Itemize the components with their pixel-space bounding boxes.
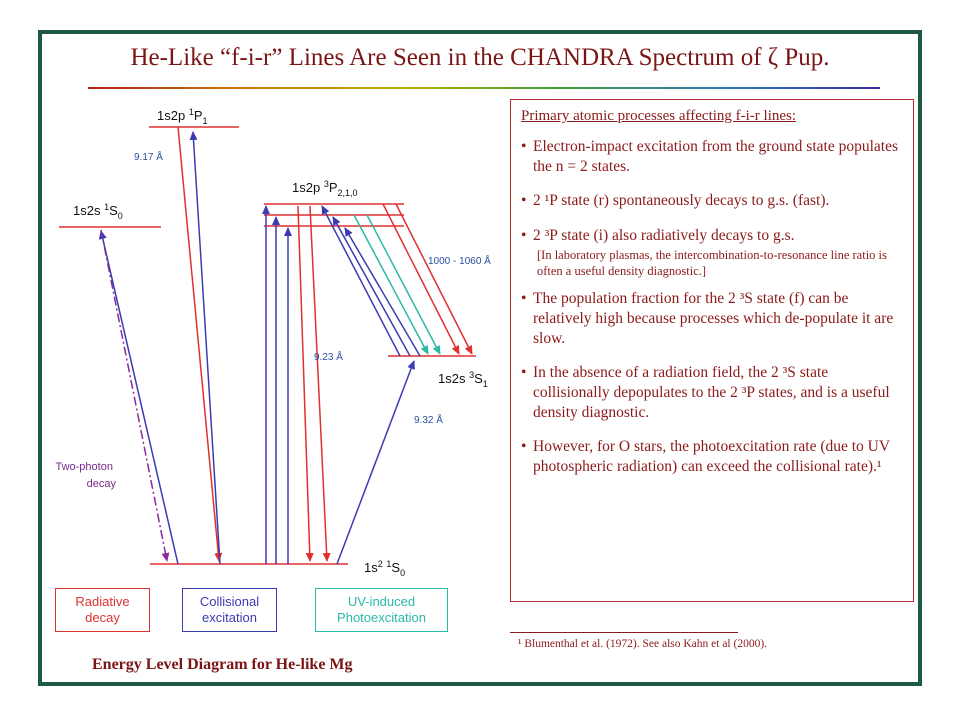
decay-3p-to-3s-arrow-1 [382,203,460,355]
bullet-item: The population fraction for the 2 ³S sta… [521,289,905,349]
resonance-decay-arrow [177,126,223,562]
title-gradient-rule [88,87,880,89]
intercombination-decay-arrow-2 [309,205,331,562]
legend-uv-line-2: Photoexcitation [337,610,426,625]
label-ground-state: 1s2 1S0 [364,559,405,578]
wavelength-label-uv: 1000 - 1060 Å [428,254,491,267]
label-1s2s-3s1: 1s2s 3S1 [438,370,488,389]
label-1s2p-3p210: 1s2p 3P2,1,0 [292,179,358,198]
uv-photoexcitation-arrow-1 [353,214,429,355]
collisional-excitation-3s1-arrow [336,360,415,565]
bullet-item: However, for O stars, the photoexcitatio… [521,437,905,477]
bullet-item: Electron-impact excitation from the grou… [521,137,905,177]
slide-title: He-Like “f-i-r” Lines Are Seen in the CH… [130,44,830,71]
intercombination-decay-arrow-1 [297,205,314,562]
label-1s2s-1s0: 1s2s 1S0 [73,202,123,221]
bullet-item: In the absence of a radiation field, the… [521,363,905,423]
collisional-excitation-1p1-arrow [189,131,221,565]
decay-3p-to-3s-arrow-2 [395,203,473,355]
wavelength-label-i: 9.23 Å [314,350,343,363]
legend-radiative-line-1: Radiative [75,594,130,609]
bullet-item: 2 ¹P state (r) spontaneously decays to g… [521,191,905,211]
collisional-3s-to-3p-arrow-3 [344,227,421,357]
collisional-excitation-1s0-arrow [98,230,179,565]
collisional-3s-to-3p-arrow-2 [332,216,411,357]
wavelength-label-r: 9.17 Å [134,150,163,163]
collisional-3s-to-3p-arrow-1 [321,205,401,357]
bullet-item: 2 ³P state (i) also radiatively decays t… [521,226,905,279]
two-photon-label: Two-photon decay [55,461,116,490]
legend-radiative-line-2: decay [85,610,120,625]
panel-heading: Primary atomic processes affecting f-i-r… [521,108,797,124]
bullet-note: [In laboratory plasmas, the intercombina… [537,248,887,278]
uv-photoexcitation-arrow-2 [366,214,441,355]
label-1s2p-1p1: 1s2p 1P1 [157,107,208,126]
wavelength-label-f: 9.32 Å [414,413,443,426]
process-bullet-list: Electron-impact excitation from the grou… [521,137,905,477]
legend-collisional-line-1: Collisional [199,594,260,609]
legend-collisional-line-2: excitation [202,610,257,625]
footnote-rule [510,632,738,633]
diagram-caption: Energy Level Diagram for He-like Mg [92,656,353,673]
processes-panel: Primary atomic processes affecting f-i-r… [510,99,914,602]
legend-uv-line-1: UV-induced [347,594,416,609]
two-photon-decay-arrow [100,229,170,562]
footnote: ¹ Blumenthal et al. (1972). See also Kah… [518,638,768,650]
